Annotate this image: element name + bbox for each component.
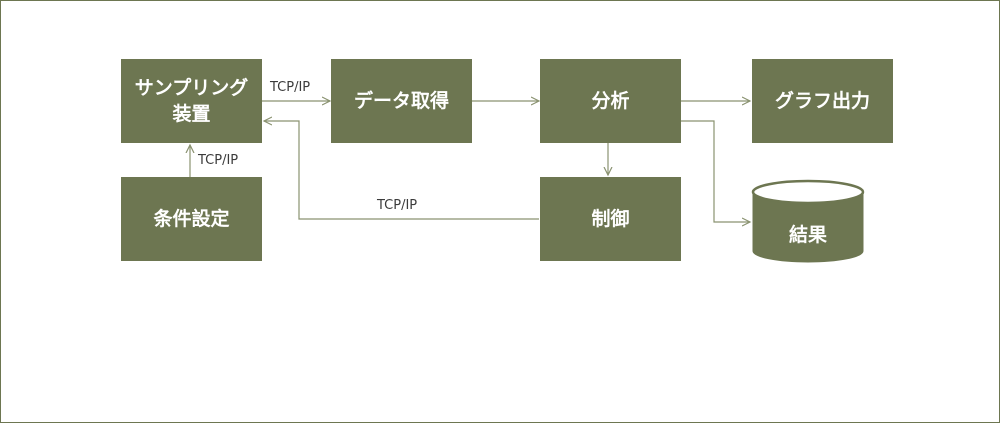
- arrow-analysis-to-results: [681, 120, 750, 222]
- edge-label-control-to-sampling: TCP/IP: [377, 198, 418, 213]
- node-control[interactable]: 制御: [540, 177, 681, 261]
- node-control-label: 制御: [591, 208, 630, 230]
- node-sampling-device-line2: 装置: [172, 103, 211, 125]
- node-conditions[interactable]: 条件設定: [121, 177, 262, 261]
- node-graph-output-label: グラフ出力: [774, 90, 870, 112]
- node-conditions-label: 条件設定: [153, 208, 230, 230]
- node-data-acquisition[interactable]: データ取得: [331, 59, 472, 143]
- edge-label-sampling-to-acquisition: TCP/IP: [270, 80, 311, 95]
- node-analysis-label: 分析: [591, 90, 630, 112]
- node-sampling-device[interactable]: サンプリング 装置: [121, 59, 262, 143]
- node-analysis[interactable]: 分析: [540, 59, 681, 143]
- node-sampling-device-line1: サンプリング: [134, 77, 249, 99]
- edge-label-conditions-to-sampling: TCP/IP: [198, 153, 239, 168]
- node-data-acquisition-label: データ取得: [353, 90, 449, 112]
- node-results[interactable]: 結果: [753, 207, 863, 259]
- node-graph-output[interactable]: グラフ出力: [752, 59, 893, 143]
- node-results-label: 結果: [788, 223, 827, 246]
